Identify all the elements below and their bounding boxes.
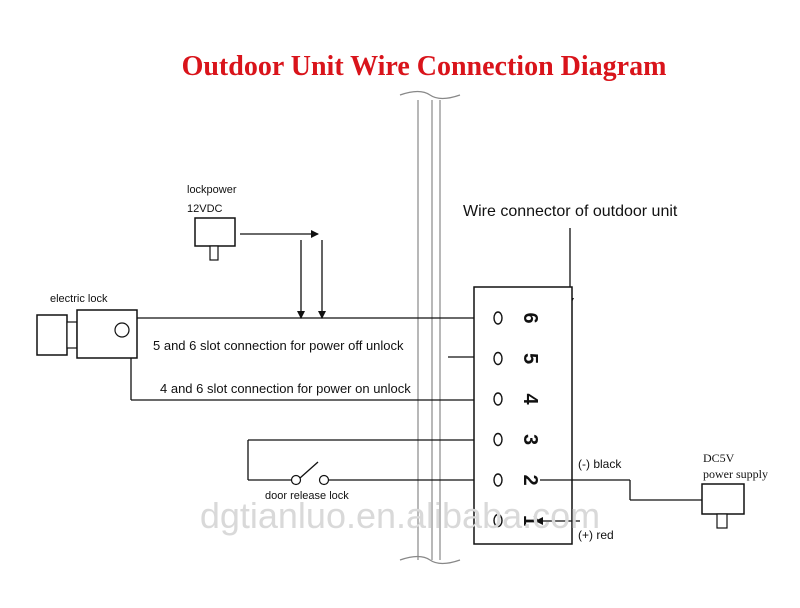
slot-56-label: 5 and 6 slot connection for power off un… xyxy=(153,338,404,353)
terminal-screw xyxy=(493,473,503,487)
terminal-number: 6 xyxy=(519,312,541,323)
terminal-number: 5 xyxy=(519,353,541,364)
terminal-screw xyxy=(493,392,503,406)
lockpower-voltage-label: 12VDC xyxy=(187,203,223,215)
electric-lock-label: electric lock xyxy=(50,293,108,305)
power-supply-plug xyxy=(716,513,728,529)
terminal-number: 4 xyxy=(519,393,541,405)
dc5v-power-supply: DC5V power supply xyxy=(701,451,768,529)
adapter-body xyxy=(194,217,236,247)
wire-connector: Wire connector of outdoor unit 6 5 4 3 2 1 xyxy=(463,203,678,545)
door-release-label: door release lock xyxy=(265,490,349,502)
electric-lock: electric lock xyxy=(36,293,138,359)
terminal-screw xyxy=(493,311,503,325)
terminal-number: 2 xyxy=(519,474,541,485)
black-wire-label: (-) black xyxy=(578,457,622,471)
red-wire-label: (+) red xyxy=(578,528,614,542)
terminal-number: 3 xyxy=(519,434,541,445)
lock-keyhole xyxy=(114,322,130,338)
switch-contact-right xyxy=(318,474,330,486)
switch-contact-left xyxy=(290,474,302,486)
lock-block xyxy=(36,314,68,356)
door-release-circuit xyxy=(247,436,495,484)
terminal-screw xyxy=(493,432,503,447)
lockpower-adapter: lockpower 12VDC xyxy=(187,184,237,261)
slot-46-label: 4 and 6 slot connection for power on unl… xyxy=(160,381,411,396)
terminal-screw xyxy=(493,513,503,528)
terminal-number: 1 xyxy=(519,515,541,526)
diagram-title: Outdoor Unit Wire Connection Diagram xyxy=(182,51,667,82)
lockpower-label: lockpower xyxy=(187,184,237,196)
power-wires xyxy=(535,479,702,525)
power-supply-body xyxy=(701,483,745,515)
watermark: dgtianluo.en.alibaba.com xyxy=(200,495,600,536)
terminal-screw xyxy=(493,351,503,366)
wall xyxy=(399,90,461,565)
adapter-plug xyxy=(209,245,219,261)
terminal-group: 6 5 4 3 2 1 xyxy=(493,311,541,528)
lockpower-wires xyxy=(240,230,326,319)
dc5v-label: DC5V xyxy=(703,451,735,465)
connector-label: Wire connector of outdoor unit xyxy=(463,203,678,220)
switch-lever xyxy=(299,461,319,479)
connector-box xyxy=(473,286,573,545)
lock-neck xyxy=(66,321,78,349)
power-supply-label: power supply xyxy=(703,467,768,481)
